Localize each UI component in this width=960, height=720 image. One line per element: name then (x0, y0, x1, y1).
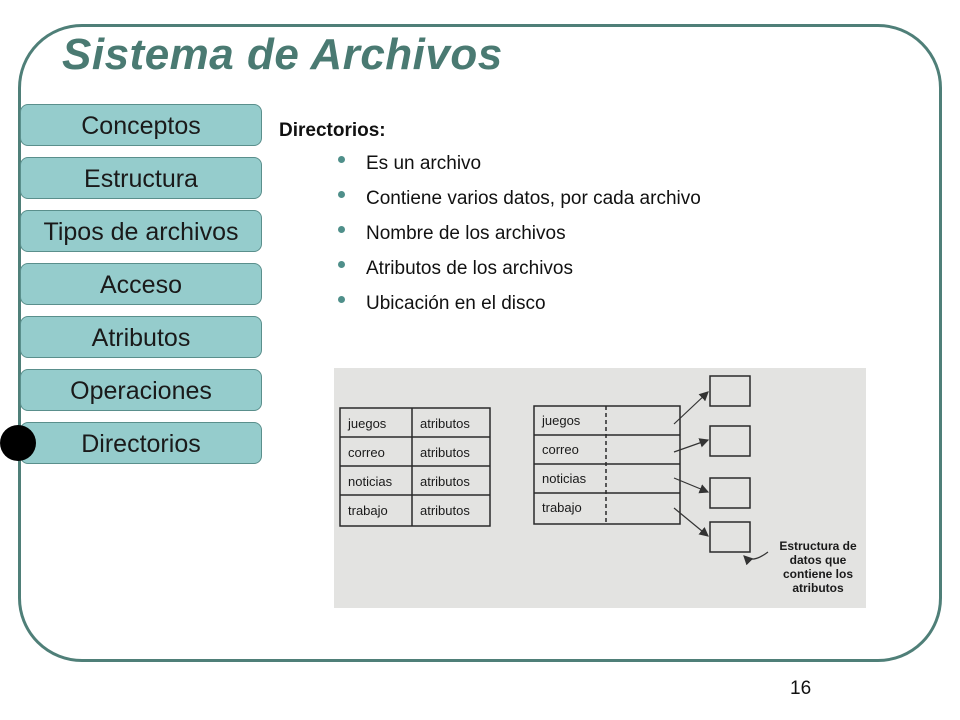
page-number: 16 (790, 678, 812, 699)
left-cell-attr: atributos (420, 416, 470, 431)
left-cell-name: correo (348, 445, 385, 460)
left-cell-attr: atributos (420, 445, 470, 460)
pointer-arrow (673, 391, 709, 425)
left-cell-attr: atributos (420, 503, 470, 518)
nav-item-atributos[interactable]: Atributos (20, 316, 262, 358)
slide-title: Sistema de Archivos (62, 30, 503, 79)
figure-caption-line: atributos (792, 581, 844, 595)
bullet-item: Nombre de los archivos (336, 220, 701, 255)
left-cell-attr: atributos (420, 474, 470, 489)
nav-item-operaciones[interactable]: Operaciones (20, 369, 262, 411)
bullet-item: Ubicación en el disco (336, 290, 701, 325)
bullet-item: Contiene varios datos, por cada archivo (336, 185, 701, 220)
bullet-list: Es un archivo Contiene varios datos, por… (336, 150, 701, 325)
right-cell-name: trabajo (542, 500, 582, 515)
slide-frame (18, 24, 942, 662)
figure-caption-line: contiene los (783, 567, 853, 581)
left-cell-name: trabajo (348, 503, 388, 518)
nav-item-acceso[interactable]: Acceso (20, 263, 262, 305)
right-directory-table (533, 405, 681, 525)
nav-item-estructura[interactable]: Estructura (20, 157, 262, 199)
right-cell-name: correo (542, 442, 579, 457)
nav-item-conceptos[interactable]: Conceptos (20, 104, 262, 146)
right-cell-name: noticias (542, 471, 587, 486)
attribute-box (709, 375, 751, 407)
attribute-box (709, 425, 751, 457)
attribute-box (709, 521, 751, 553)
bullet-item: Es un archivo (336, 150, 701, 185)
pointer-arrow (673, 438, 710, 453)
section-heading: Directorios: (279, 120, 386, 141)
attribute-box (709, 477, 751, 509)
side-nav: Conceptos Estructura Tipos de archivos A… (20, 104, 262, 475)
nav-item-directorios[interactable]: Directorios (20, 422, 262, 464)
pointer-arrow (673, 507, 709, 537)
nav-item-tipos-de-archivos[interactable]: Tipos de archivos (20, 210, 262, 252)
active-indicator-dot (0, 425, 36, 461)
left-directory-table (339, 407, 491, 527)
figure-caption-line: Estructura de (779, 539, 857, 553)
bullet-item: Atributos de los archivos (336, 255, 701, 290)
pointer-arrow (673, 477, 710, 494)
left-cell-name: noticias (348, 474, 393, 489)
right-cell-name: juegos (541, 413, 581, 428)
right-table-border (533, 405, 681, 525)
directory-structure-figure: juegos atributos correo atributos notici… (334, 368, 866, 608)
left-cell-name: juegos (347, 416, 387, 431)
left-table-border (339, 407, 491, 527)
figure-caption-line: datos que (790, 553, 847, 567)
caption-arrow (743, 551, 769, 566)
